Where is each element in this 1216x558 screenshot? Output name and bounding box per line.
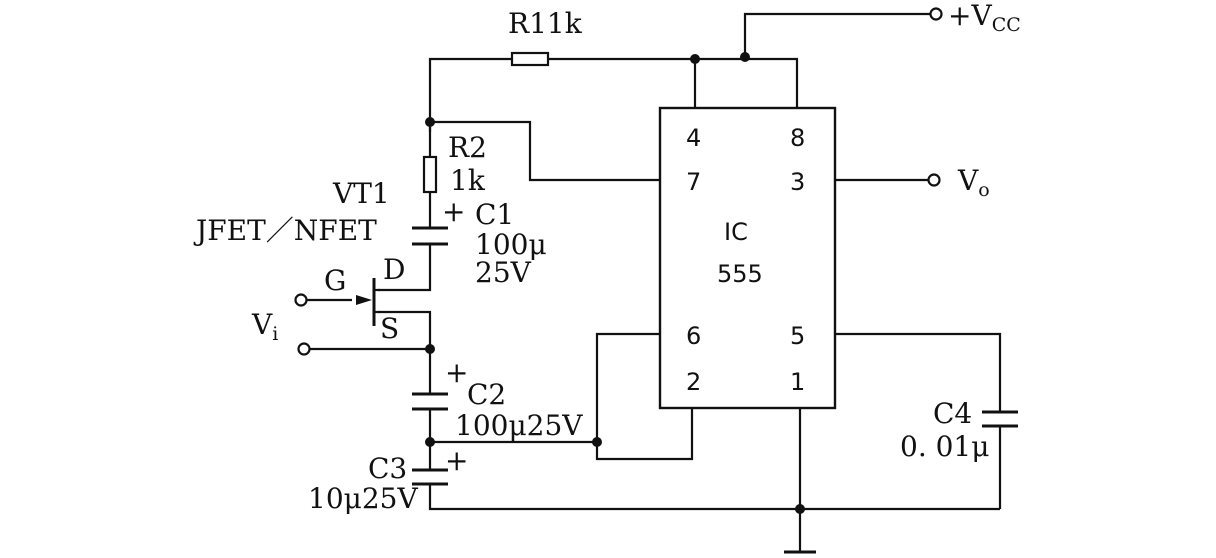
pin-8-label: 8 [790, 124, 805, 152]
vi-terminal [297, 342, 311, 356]
pin7-wire [430, 120, 660, 182]
pin-6-label: 6 [686, 322, 701, 350]
r2-resistor [422, 155, 438, 194]
ic-part-label: 555 [717, 260, 763, 288]
c2-capacitor [412, 392, 448, 411]
ic-pin-labels: 4 8 7 3 6 5 2 1 IC 555 [686, 124, 805, 396]
pin5-wire [835, 332, 1002, 412]
pin6-wire [595, 332, 660, 442]
terminals [294, 7, 943, 356]
c1-plus-sign: + [442, 195, 465, 228]
source-wire [378, 310, 432, 347]
vcc-wire [743, 12, 932, 57]
component-labels: R11k R2 1k VT1 JFET／NFET G D S + C1 100μ… [193, 7, 989, 515]
drain-wire [378, 244, 432, 292]
junction-dot [425, 344, 435, 354]
c1-value-label: 100μ [475, 228, 547, 261]
c1-capacitor [412, 226, 448, 246]
terminal-labels: +VCC Vo Vi [251, 0, 1021, 345]
junction-dot [795, 504, 805, 514]
c4-value-label: 0. 01μ [900, 430, 989, 463]
r1-resistor [510, 51, 550, 67]
pin-5-label: 5 [790, 322, 805, 350]
c4-capacitor [982, 410, 1018, 428]
pin-1-label: 1 [790, 368, 805, 396]
jfet-transistor [356, 278, 380, 326]
ic-555-body [658, 106, 837, 410]
vi-label: Vi [251, 308, 278, 345]
gate-label: G [324, 264, 346, 297]
source-label: S [380, 312, 399, 345]
junction-dot [425, 437, 435, 447]
r2-value-label: 1k [450, 164, 486, 197]
pin2-wire [595, 408, 694, 461]
pin-7-label: 7 [686, 168, 701, 196]
r1-label: R11k [508, 7, 583, 40]
c2-value-label: 100μ25V [455, 409, 583, 442]
drain-label: D [383, 253, 405, 286]
c4-name-label: C4 [933, 397, 972, 430]
r1-left-wire [428, 57, 512, 132]
vcc-label: +VCC [948, 0, 1021, 36]
gate-terminal [294, 293, 308, 307]
c2-name-label: C2 [467, 378, 506, 411]
c3-value-label: 10μ25V [308, 482, 418, 515]
c3-name-label: C3 [368, 452, 407, 485]
junction-dot [740, 52, 750, 62]
c3-plus-sign: + [445, 444, 468, 477]
junction-dot [425, 117, 435, 127]
vcc-terminal [929, 7, 943, 21]
vt1-name-label: VT1 [332, 177, 390, 210]
vo-label: Vo [957, 164, 990, 201]
junction-dot [592, 437, 602, 447]
junction-dot [690, 54, 700, 64]
junctions [425, 52, 805, 514]
c1-voltage-label: 25V [475, 256, 532, 289]
c1-name-label: C1 [475, 198, 514, 231]
pin-4-label: 4 [686, 124, 701, 152]
c2-plus-sign: + [445, 356, 468, 389]
gate-arrow-icon [356, 295, 372, 305]
vt1-type-label: JFET／NFET [193, 214, 377, 247]
pin-3-label: 3 [790, 168, 805, 196]
wires [306, 12, 1002, 552]
c3-capacitor [412, 468, 448, 486]
vo-terminal [927, 173, 941, 187]
r2-name-label: R2 [448, 131, 487, 164]
r1-right-wire-pin8 [548, 57, 799, 108]
ic-name-label: IC [724, 218, 748, 246]
pin-2-label: 2 [686, 368, 701, 396]
ground-rail [428, 484, 1000, 511]
